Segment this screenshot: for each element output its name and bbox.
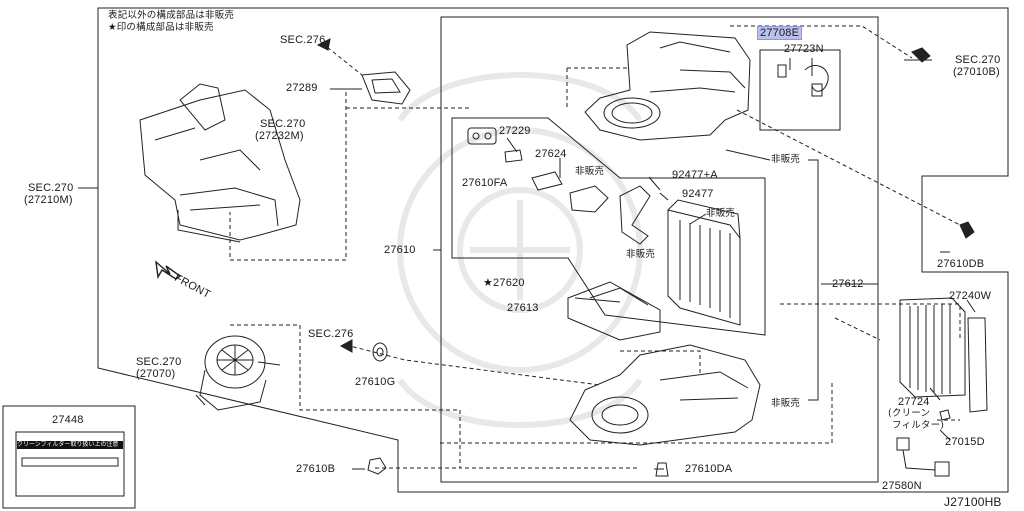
part-27612-label[interactable]: 27612 [832, 278, 864, 290]
label-card-warning-bar: クリーンフィルター取り扱い上の注意 [17, 441, 123, 449]
blower-motor-drawing [195, 335, 267, 411]
not-sold-label-d: 非販売 [771, 154, 801, 165]
not-sold-label-e: 非販売 [771, 398, 801, 409]
part-27015D-label[interactable]: 27015D [945, 436, 985, 448]
part-27620-label[interactable]: ★27620 [483, 277, 525, 289]
label-card-drawing [2, 405, 136, 509]
harness-drawing [896, 437, 950, 477]
part-27610-label[interactable]: 27610 [384, 244, 416, 256]
note-not-sold-line1: 表記以外の構成部品は非販売 [108, 10, 235, 21]
sec270-outer-label[interactable]: SEC.270 [28, 182, 74, 194]
bolt-drawings [367, 47, 975, 477]
note-not-sold-line2: ★印の構成部品は非販売 [108, 22, 214, 33]
part-27724-sub2: フィルター) [892, 420, 945, 431]
part-92477-label[interactable]: 92477 [682, 188, 714, 200]
sec276-top-arrow [316, 38, 331, 51]
watermark-emblem [397, 72, 643, 428]
not-sold-label-a: 非販売 [575, 166, 605, 177]
part-27610G-label[interactable]: 27610G [355, 376, 396, 388]
part-27289-label[interactable]: 27289 [286, 82, 318, 94]
part-27708E-label[interactable]: 27708E [757, 26, 803, 40]
sec276-mid-arrow [339, 339, 353, 353]
intake-housing-drawing [139, 83, 301, 243]
sec270-left-code: (27232M) [255, 130, 304, 142]
duct-27289-drawing [361, 71, 411, 105]
part-27613-label[interactable]: 27613 [507, 302, 539, 314]
part-27724-label[interactable]: 27724 [898, 396, 930, 408]
part-27624-label[interactable]: 27624 [535, 148, 567, 160]
not-sold-label-b: 非販売 [706, 208, 736, 219]
dashed-leaders [229, 25, 961, 469]
part-92477A-label[interactable]: 92477+A [672, 169, 718, 181]
sec276-mid-label[interactable]: SEC.276 [308, 328, 354, 340]
upper-case-drawing [584, 31, 751, 141]
sec270-outer-code: (27210M) [24, 194, 73, 206]
valve-parts-drawing [467, 127, 651, 245]
part-27229-label[interactable]: 27229 [499, 125, 531, 137]
part-27723N-label[interactable]: 27723N [784, 43, 824, 55]
sec270-right-code: (27010B) [953, 66, 1000, 78]
sensor-bracket-box [759, 49, 841, 131]
clip-drawing [939, 409, 951, 421]
outer-assembly-outline [97, 7, 1009, 493]
sec270-blower-code: (27070) [136, 368, 176, 380]
lower-case-drawing [569, 344, 761, 446]
part-27240W-label[interactable]: 27240W [949, 290, 992, 302]
not-sold-label-c: 非販売 [626, 249, 656, 260]
part-27724-sub1: (クリーン [888, 408, 931, 419]
part-27610DB-label[interactable]: 27610DB [937, 258, 985, 270]
part-27448-label[interactable]: 27448 [52, 414, 84, 426]
solid-leaders [78, 58, 976, 470]
part-27610DA-label[interactable]: 27610DA [685, 463, 733, 475]
sensor-parts-drawing [777, 64, 829, 97]
diagram-code: J27100HB [944, 495, 1002, 509]
grommet-drawing [372, 342, 388, 362]
sec276-top-label[interactable]: SEC.276 [280, 34, 326, 46]
filter-drawing [899, 297, 988, 413]
evaporator-core-drawing [667, 199, 741, 326]
sec270-right-label[interactable]: SEC.270 [955, 54, 1001, 66]
part-27610B-label[interactable]: 27610B [296, 463, 336, 475]
front-arrow [155, 260, 182, 280]
part-27580N-label[interactable]: 27580N [882, 480, 922, 492]
sec270-left-label[interactable]: SEC.270 [260, 118, 306, 130]
part-27613-drawing [567, 281, 661, 341]
sec270-blower-label[interactable]: SEC.270 [136, 356, 182, 368]
part-27610FA-label[interactable]: 27610FA [462, 177, 508, 189]
evaporator-box [451, 117, 766, 336]
